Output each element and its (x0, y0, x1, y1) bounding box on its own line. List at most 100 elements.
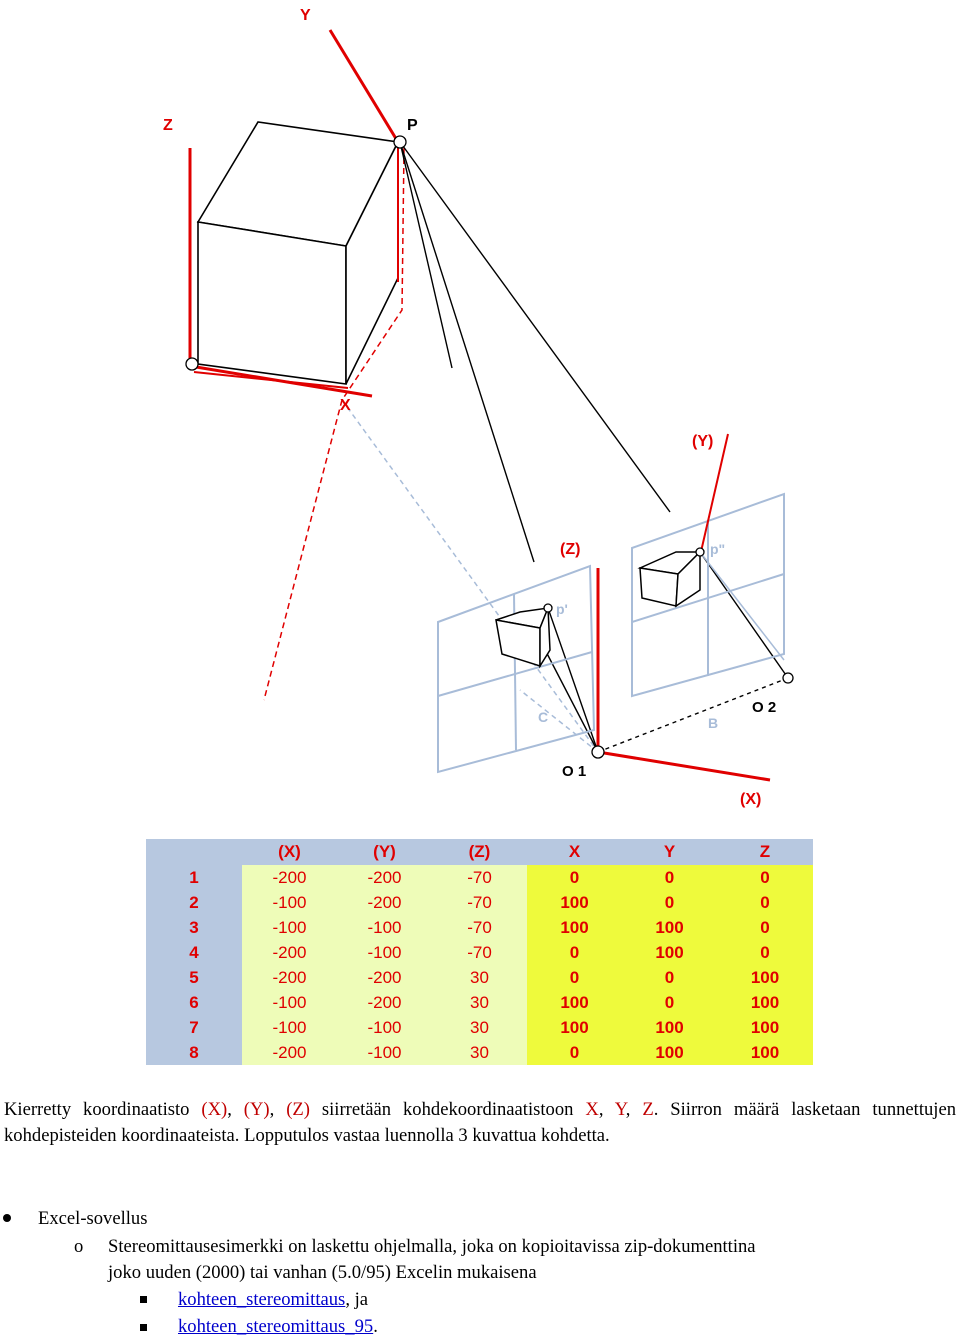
row-id: 3 (146, 915, 242, 940)
rotated-coord-cell: -200 (337, 865, 432, 890)
bullet-o-marker: o (74, 1236, 84, 1257)
rotated-coord-cell: 30 (432, 990, 527, 1015)
target-coord-cell: 0 (622, 890, 717, 915)
rotated-coord-cell: 30 (432, 1040, 527, 1065)
rotated-coord-cell: -200 (242, 965, 337, 990)
paragraph: Kierretty koordinaatisto (X), (Y), (Z) s… (4, 1097, 956, 1149)
target-coord-cell: 100 (527, 890, 622, 915)
rotated-coord-cell: -100 (242, 915, 337, 940)
point-p (393, 135, 407, 149)
para-x: X (585, 1099, 599, 1120)
label-y: Y (300, 7, 311, 24)
dashed-lines (263, 147, 789, 753)
rotated-coord-cell: 30 (432, 965, 527, 990)
target-coord-cell: 0 (622, 965, 717, 990)
row-id: 6 (146, 990, 242, 1015)
para-x-rot: (X) (201, 1099, 228, 1120)
target-coord-cell: 100 (622, 940, 717, 965)
rotated-coord-cell: -200 (242, 940, 337, 965)
para-text-2: , (227, 1099, 244, 1120)
rotated-coord-cell: -200 (337, 990, 432, 1015)
label-p1: p' (556, 601, 568, 617)
cube (196, 121, 400, 385)
target-coord-cell: 0 (717, 890, 813, 915)
small-cube-left (495, 607, 551, 669)
point-o2 (782, 672, 794, 684)
para-text-7: . Siirron määrä lasketaan tunnettujen ko… (4, 1099, 957, 1146)
rotated-coord-cell: -70 (432, 865, 527, 890)
label-x-rot: (X) (740, 791, 761, 808)
para-text-3: , (269, 1099, 287, 1120)
target-coord-cell: 100 (622, 1015, 717, 1040)
rotated-coord-cell: -100 (242, 890, 337, 915)
link-stereomittaus-95[interactable]: kohteen_stereomittaus_95 (178, 1316, 374, 1337)
bullet-excel: Excel-sovellus (38, 1208, 148, 1229)
row-id: 8 (146, 1040, 242, 1065)
target-coord-cell: 100 (527, 915, 622, 940)
para-z: Z (642, 1099, 654, 1120)
header-x-rot: (X) (242, 839, 337, 865)
target-coord-cell: 100 (527, 1015, 622, 1040)
target-coord-cell: 100 (717, 990, 813, 1015)
header-corner (146, 839, 242, 865)
point-p2 (695, 547, 705, 557)
para-text-6: , (625, 1099, 643, 1120)
image-plane-right (631, 492, 785, 698)
image-plane-left (437, 564, 596, 774)
row-id: 5 (146, 965, 242, 990)
para-y-rot: (Y) (243, 1099, 270, 1120)
rotated-coord-cell: -100 (242, 990, 337, 1015)
y-axis (328, 29, 400, 143)
para-text-1: Kierretty koordinaatisto (4, 1099, 202, 1120)
points (185, 135, 794, 759)
point-origin (185, 357, 199, 371)
small-cube-right (637, 550, 702, 608)
y-rot-axis (699, 433, 729, 557)
stereo-diagram: Y Z P X (Y) (Z) (X) p' p" C B O 1 O 2 (163, 7, 794, 808)
target-coord-cell: 0 (622, 865, 717, 890)
header-y-rot: (Y) (337, 839, 432, 865)
bullet-stereo-line2: joko uuden (2000) tai vanhan (5.0/95) Ex… (108, 1262, 537, 1283)
row-id: 1 (146, 865, 242, 890)
row-id: 4 (146, 940, 242, 965)
label-o1: O 1 (562, 763, 586, 780)
target-axes (188, 29, 400, 398)
link-item-1: kohteen_stereomittaus, ja (178, 1287, 368, 1313)
label-p: P (407, 117, 418, 134)
label-x: X (340, 397, 351, 414)
link-item-2: kohteen_stereomittaus_95. (178, 1314, 378, 1340)
para-z-rot: (Z) (286, 1099, 310, 1120)
target-coord-cell: 0 (622, 990, 717, 1015)
rotated-coord-cell: -70 (432, 940, 527, 965)
label-p2: p" (710, 541, 725, 557)
rotated-coord-cell: -100 (242, 1015, 337, 1040)
bullet-square (140, 1324, 147, 1331)
rotated-coord-cell: -200 (337, 890, 432, 915)
label-y-rot: (Y) (692, 433, 713, 450)
projection-rays (399, 141, 789, 753)
rotated-coord-cell: 30 (432, 1015, 527, 1040)
target-coord-cell: 0 (527, 965, 622, 990)
table-header-row: (X) (Y) (Z) X Y Z (146, 839, 813, 865)
bullet-square (140, 1296, 147, 1303)
para-text-4: siirretään kohdekoordinaatistoon (309, 1099, 586, 1120)
link1-suffix: , ja (345, 1289, 369, 1310)
target-coord-cell: 0 (527, 940, 622, 965)
link-stereomittaus[interactable]: kohteen_stereomittaus (178, 1289, 346, 1310)
target-coord-cell: 0 (717, 915, 813, 940)
rotated-coord-cell: -200 (242, 865, 337, 890)
target-coord-cell: 0 (527, 865, 622, 890)
cube-front-face (197, 221, 347, 385)
row-id: 7 (146, 1015, 242, 1040)
target-coord-cell: 100 (717, 1040, 813, 1065)
header-x: X (527, 839, 622, 865)
rotated-coord-cell: -200 (242, 1040, 337, 1065)
